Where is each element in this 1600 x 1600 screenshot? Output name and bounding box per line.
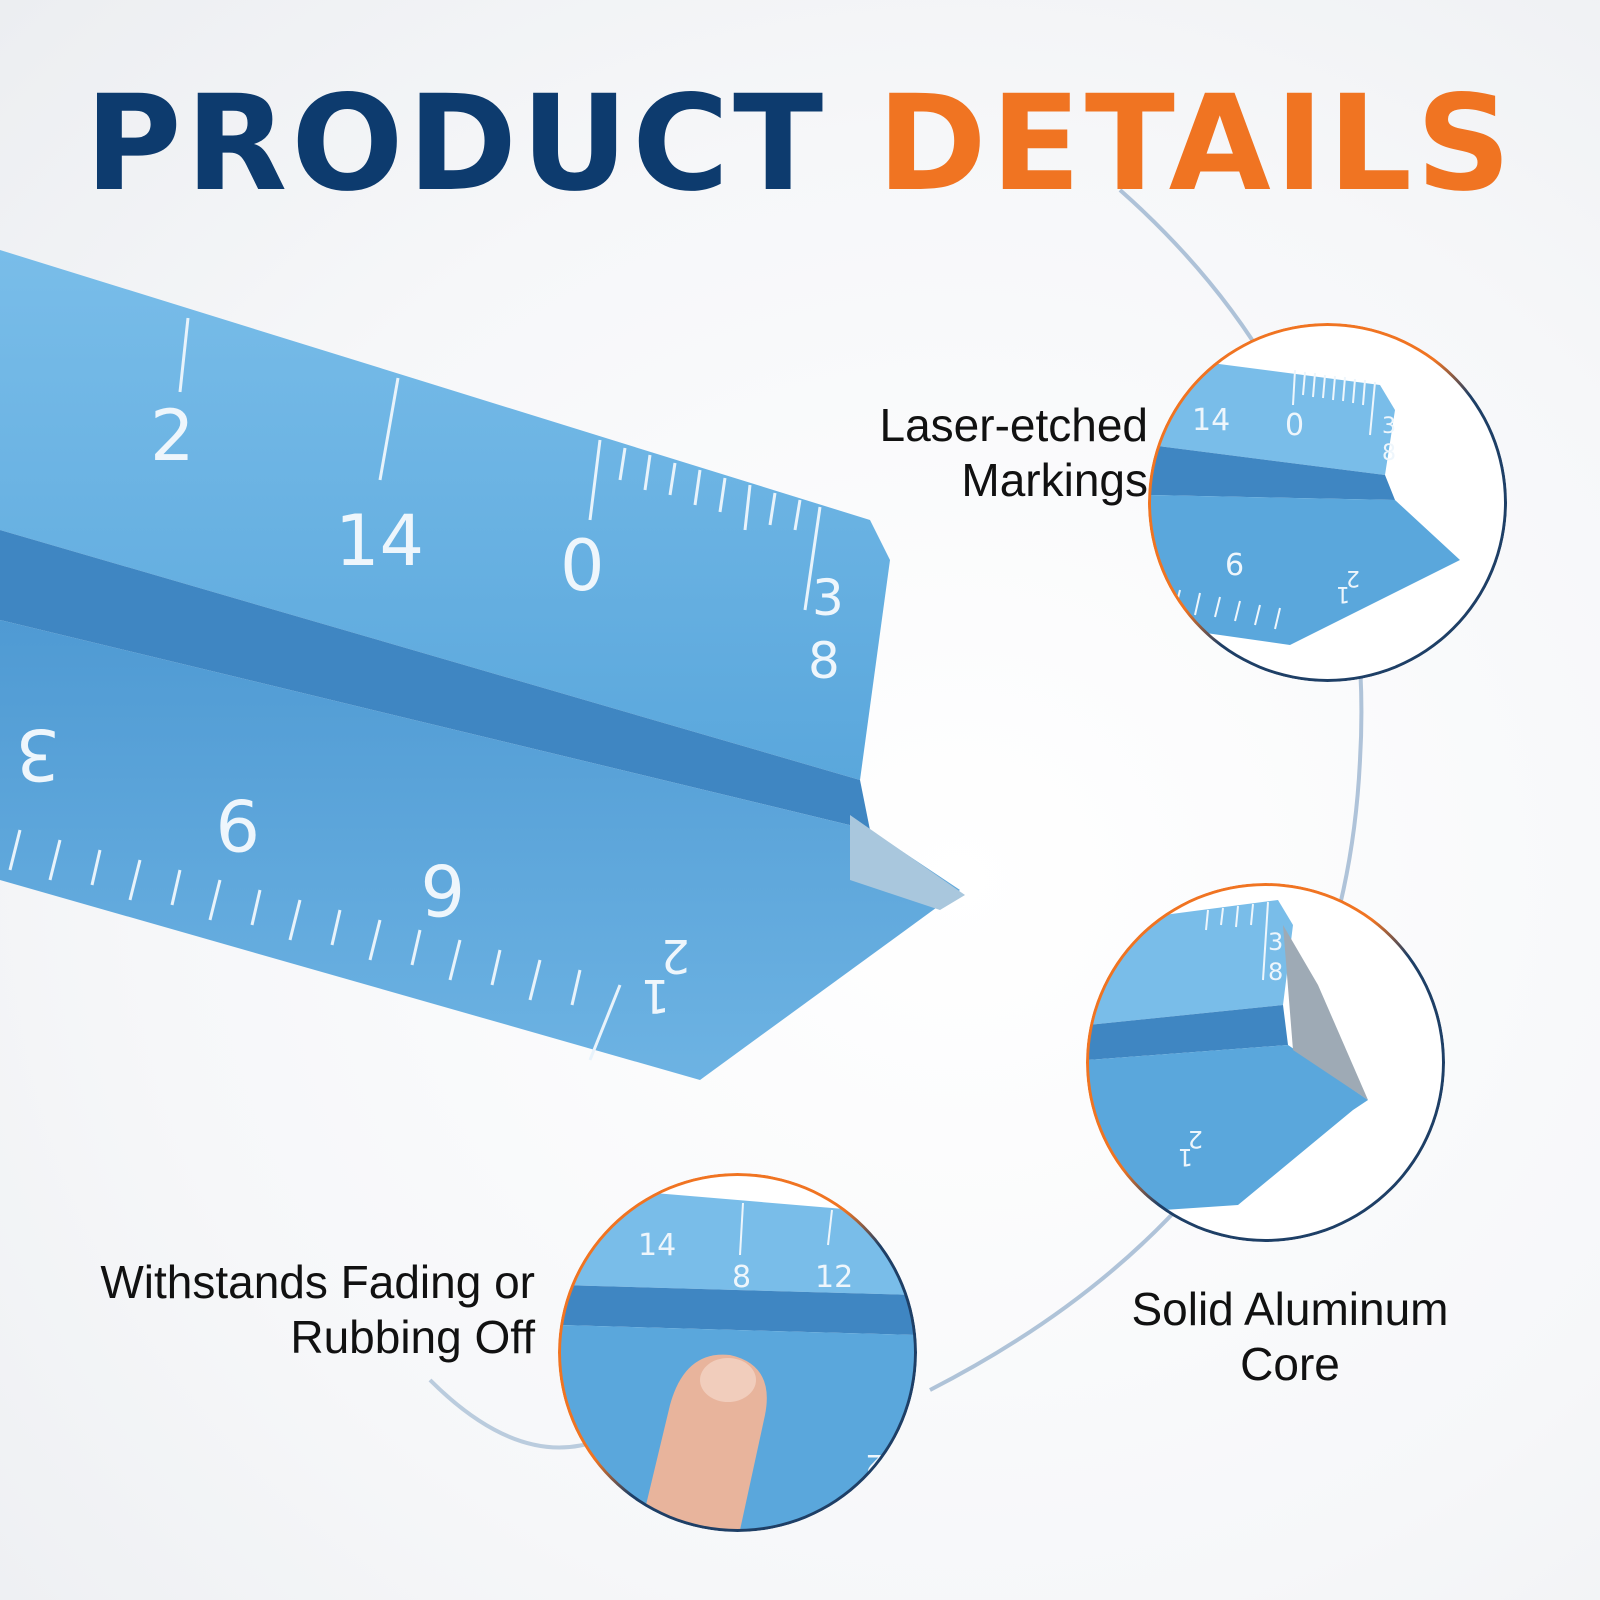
zoom-mark: 8 bbox=[1268, 958, 1283, 986]
zoom-mark: 2 bbox=[1188, 1125, 1203, 1153]
feature-label-laser-etched: Laser-etched Markings bbox=[880, 398, 1149, 508]
feature-line: Rubbing Off bbox=[290, 1311, 535, 1364]
zoom-mark: 8 bbox=[732, 1260, 751, 1295]
zoom-mark: 3 bbox=[1382, 414, 1396, 439]
page-title: PRODUCT DETAILS bbox=[0, 78, 1600, 210]
zoom-mark: 0 bbox=[1285, 408, 1304, 443]
ruler-top-ticks bbox=[178, 317, 822, 611]
feature-line: Solid Aluminum bbox=[1131, 1283, 1449, 1335]
ruler-mark: 3 bbox=[812, 569, 844, 627]
ruler-mark: 6 bbox=[420, 848, 465, 930]
feature-line: Markings bbox=[961, 454, 1148, 507]
ruler-fin bbox=[850, 815, 965, 910]
ruler-mark: 2 bbox=[150, 395, 195, 477]
ruler-mark: 3 bbox=[15, 713, 60, 795]
zoom-mark: 12 bbox=[815, 1260, 853, 1295]
zoom-circle-fading: 14 8 12 2 bbox=[560, 1175, 915, 1530]
ruler-bottom-marks: 3 9 6 1 2 bbox=[15, 713, 690, 1023]
feature-label-fading: Withstands Fading or Rubbing Off bbox=[100, 1255, 535, 1365]
ruler-groove bbox=[0, 530, 870, 830]
zoom-mark: 14 bbox=[638, 1228, 676, 1263]
ruler-top-marks: 2 14 0 3 8 bbox=[150, 395, 844, 690]
ruler-top-face bbox=[0, 250, 890, 780]
title-word-product: PRODUCT bbox=[84, 67, 828, 221]
ruler-mark: 14 bbox=[335, 500, 424, 582]
ruler-mark: 1 bbox=[641, 969, 670, 1023]
ruler-mark: 8 bbox=[808, 632, 840, 690]
zoom-circle-laser-etched: 14 0 3 8 6 1 2 bbox=[1150, 325, 1505, 680]
zoom-mark: 6 bbox=[1225, 548, 1244, 583]
zoom-mark: 8 bbox=[1382, 441, 1396, 466]
ruler-mark: 0 bbox=[560, 525, 605, 607]
feature-line: Laser-etched bbox=[879, 399, 1149, 451]
feature-line: Core bbox=[1240, 1338, 1340, 1391]
ruler-mark: 9 bbox=[215, 783, 260, 865]
ruler-mark: 2 bbox=[661, 929, 690, 983]
zoom-mark: 14 bbox=[1192, 403, 1230, 438]
feature-line: Withstands Fading or bbox=[100, 1256, 535, 1308]
zoom-mark: 2 bbox=[865, 1447, 884, 1482]
title-word-details: DETAILS bbox=[877, 67, 1516, 221]
feature-label-solid-core: Solid Aluminum Core bbox=[1110, 1282, 1470, 1392]
zoom-mark: 3 bbox=[1268, 928, 1283, 956]
ruler-bottom-face bbox=[0, 620, 960, 1080]
zoom-circle-solid-core: 3 8 1 2 bbox=[1088, 885, 1443, 1240]
ruler-bottom-ticks bbox=[8, 829, 622, 1061]
zoom-mark: 2 bbox=[1346, 565, 1360, 590]
